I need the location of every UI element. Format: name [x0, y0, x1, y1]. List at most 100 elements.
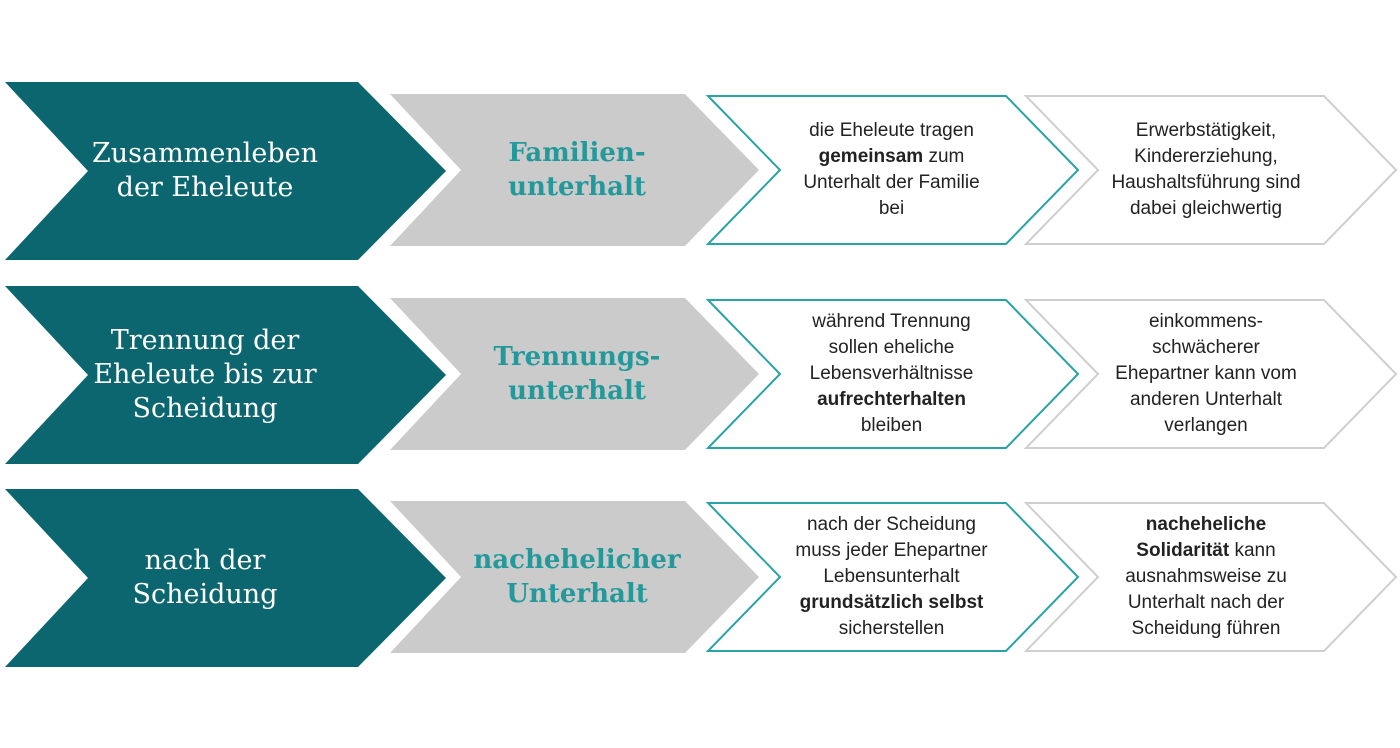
text-run: verlangen	[1164, 415, 1248, 436]
text-line: bleiben	[810, 413, 974, 439]
text-line: dabei gleichwertig	[1111, 196, 1300, 222]
text-run: Lebensverhältnisse	[809, 363, 974, 384]
bold-text-run: gemeinsam	[818, 146, 924, 167]
type-line: nachehelicher	[473, 545, 681, 575]
text-run: Kindererziehung,	[1134, 146, 1278, 167]
text-run: sicherstellen	[838, 618, 945, 639]
text-line: anderen Unterhalt	[1115, 387, 1297, 413]
stage-label: Zusammenleben der Eheleute	[60, 82, 350, 260]
text-line: verlangen	[1115, 413, 1297, 439]
text-line: aufrechterhalten	[810, 387, 974, 413]
description-chevron-shape	[705, 299, 1080, 449]
text-line: muss jeder Ehepartner	[795, 538, 987, 564]
stage-chevron: nach der Scheidung	[0, 489, 450, 667]
stage-chevron: Zusammenleben der Eheleute	[0, 82, 450, 260]
text-line: Solidarität kann	[1125, 538, 1287, 564]
text-line: die Eheleute tragen	[803, 118, 979, 144]
text-line: Lebensunterhalt	[795, 564, 987, 590]
stage-line: Eheleute bis zur	[93, 359, 317, 390]
type-line: Unterhalt	[506, 579, 648, 609]
text-run: sollen eheliche	[828, 337, 955, 358]
text-line: nacheheliche	[1125, 512, 1287, 538]
bold-text-run: Solidarität	[1136, 540, 1230, 561]
text-run: während Trennung	[812, 311, 971, 332]
note-chevron-shape	[1023, 502, 1398, 652]
stage-chevron: Trennung der Eheleute bis zur Scheidung	[0, 286, 450, 464]
stage-label: Trennung der Eheleute bis zur Scheidung	[60, 286, 350, 464]
stage-line: Scheidung	[132, 579, 278, 610]
type-chevron-shape	[390, 298, 759, 450]
stage-line: Zusammenleben	[92, 138, 318, 169]
row-familienunterhalt: Zusammenleben der Eheleute Familien- unt…	[0, 80, 1400, 260]
bold-text-run: grundsätzlich selbst	[799, 592, 984, 613]
type-chevron-shape	[390, 94, 759, 246]
text-line: während Trennung	[810, 309, 974, 335]
stage-label: nach der Scheidung	[60, 489, 350, 667]
type-line: Trennungs-	[493, 342, 661, 372]
text-line: grundsätzlich selbst	[795, 590, 987, 616]
type-line: unterhalt	[508, 376, 646, 406]
type-line: Familien-	[508, 138, 646, 168]
stage-line: Scheidung	[132, 393, 278, 424]
text-run: Scheidung führen	[1131, 618, 1281, 639]
text-line: gemeinsam zum	[803, 144, 979, 170]
text-line: Erwerbstätigkeit,	[1111, 118, 1300, 144]
text-run: die Eheleute tragen	[809, 120, 974, 141]
description-chevron-shape	[705, 95, 1080, 245]
type-chevron-shape	[390, 501, 759, 653]
note-chevron-shape	[1023, 299, 1398, 449]
stage-line: Trennung der	[110, 325, 300, 356]
text-line: Unterhalt der Familie	[803, 170, 979, 196]
text-line: bei	[803, 196, 979, 222]
bold-text-run: nacheheliche	[1145, 514, 1267, 535]
text-run: ausnahmsweise zu	[1125, 566, 1287, 587]
note-label: Erwerbstätigkeit, Kindererziehung, Haushal…	[1079, 95, 1333, 245]
text-line: Lebensverhältnisse	[810, 361, 974, 387]
text-line: Unterhalt nach der	[1125, 590, 1287, 616]
text-run: Unterhalt der Familie	[803, 172, 980, 193]
text-run: bei	[878, 198, 905, 219]
type-line: unterhalt	[508, 172, 646, 202]
text-run: muss jeder Ehepartner	[795, 540, 988, 561]
type-chevron: nachehelicher Unterhalt	[385, 501, 761, 653]
note-lines: Erwerbstätigkeit, Kindererziehung, Haushal…	[1111, 118, 1300, 222]
text-line: Kindererziehung,	[1111, 144, 1300, 170]
text-line: ausnahmsweise zu	[1125, 564, 1287, 590]
text-line: Haushaltsführung sind	[1111, 170, 1300, 196]
stage-chevron-shape	[5, 489, 446, 667]
stage-line: nach der	[144, 545, 266, 576]
text-line: Ehepartner kann vom	[1115, 361, 1297, 387]
text-run: nach der Scheidung	[806, 514, 976, 535]
row-trennungsunterhalt: Trennung der Eheleute bis zur Scheidung …	[0, 284, 1400, 464]
text-line: nach der Scheidung	[795, 512, 987, 538]
note-chevron: Erwerbstätigkeit, Kindererziehung, Haushal…	[1023, 95, 1398, 245]
type-label: nachehelicher Unterhalt	[453, 501, 701, 653]
text-run: dabei gleichwertig	[1129, 198, 1283, 219]
text-line: schwächerer	[1115, 335, 1297, 361]
text-run: Ehepartner kann vom	[1115, 363, 1297, 384]
text-run: Lebensunterhalt	[823, 566, 960, 587]
type-chevron: Familien- unterhalt	[385, 94, 761, 246]
text-run: bleiben	[860, 415, 923, 436]
text-run: Unterhalt nach der	[1127, 592, 1285, 613]
text-run: kann	[1229, 540, 1276, 561]
text-run: schwächerer	[1152, 337, 1260, 358]
type-label: Trennungs- unterhalt	[453, 298, 701, 450]
note-chevron-shape	[1023, 95, 1398, 245]
type-chevron: Trennungs- unterhalt	[385, 298, 761, 450]
text-run: Erwerbstätigkeit,	[1135, 120, 1277, 141]
